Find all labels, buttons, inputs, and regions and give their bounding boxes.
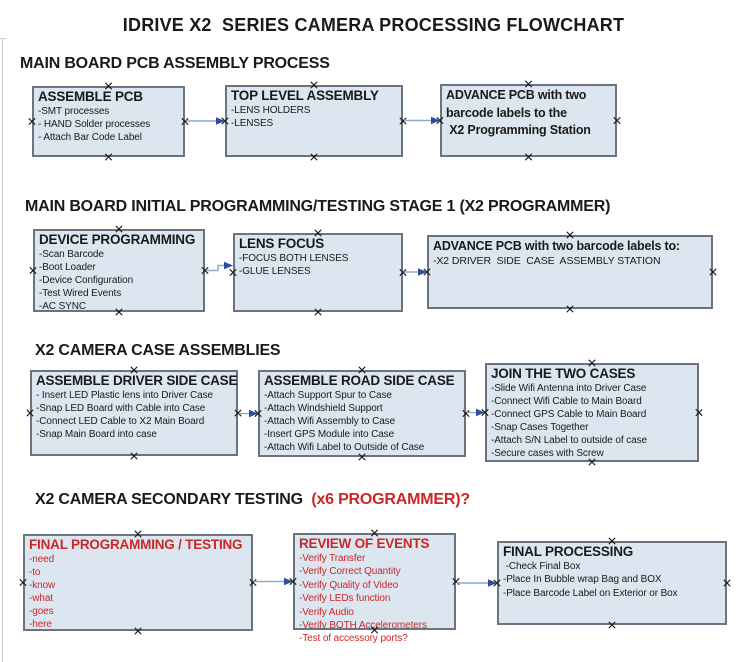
arrow-head <box>249 409 258 418</box>
box-item-line: -what <box>29 593 53 604</box>
box-item-line: - Attach Bar Code Label <box>38 132 142 143</box>
section-heading-secondary-testing: X2 CAMERA SECONDARY TESTING (x6 PROGRAMM… <box>35 491 470 509</box>
box-assemble-road-side-case[interactable]: ASSEMBLE ROAD SIDE CASE -Attach Support S… <box>258 370 466 457</box>
arrow-head <box>224 261 233 270</box>
flow-arrow[interactable] <box>186 117 225 125</box>
box-item-line: -Verify BOTH Accelerometers <box>299 620 427 632</box>
box-item-line: -LENSES <box>231 118 274 129</box>
box-join-the-two-cases[interactable]: JOIN THE TWO CASES -Slide Wifi Antenna in… <box>485 363 699 462</box>
box-item-line: -Scan Barcode <box>39 249 104 260</box>
box-item-line: -Place In Bubble wrap Bag and BOX <box>503 574 662 586</box>
box-item-line: -Attach S/N Label to outside of case <box>491 435 647 446</box>
box-title-line: FINAL PROCESSING <box>503 544 634 559</box>
box-item-line: -Attach Windshield Support <box>264 403 383 414</box>
box-item-line: -Verify LEDs function <box>299 593 391 605</box>
box-item-line: -to <box>29 567 41 578</box>
box-title-line: JOIN THE TWO CASES <box>491 366 636 381</box>
box-title-line: LENS FOCUS <box>239 236 325 251</box>
arrow-head <box>476 408 485 417</box>
box-item-line: -Boot Loader <box>39 262 96 273</box>
box-lens-focus[interactable]: LENS FOCUS -FOCUS BOTH LENSES -GLUE LENSES <box>233 233 403 312</box>
box-item-line: -Device Configuration <box>39 275 134 286</box>
box-title-line: ADVANCE PCB with two barcode labels to: <box>433 239 680 253</box>
section-heading-initial-programming: MAIN BOARD INITIAL PROGRAMMING/TESTING S… <box>25 198 610 216</box>
box-item-line: - Insert LED Plastic lens into Driver Ca… <box>36 390 213 401</box>
arrow-head <box>284 577 293 586</box>
arrow-head <box>488 579 497 587</box>
box-item-line: -Attach Wifi Assembly to Case <box>264 416 396 427</box>
box-title-line: ASSEMBLE DRIVER SIDE CASE <box>36 373 238 388</box>
flow-arrow[interactable] <box>404 268 427 276</box>
box-title-line: DEVICE PROGRAMMING <box>39 232 196 247</box>
box-title-line: ASSEMBLE PCB <box>38 89 143 104</box>
box-item-line: -AC SYNC <box>39 301 86 312</box>
box-item-line: -Attach Support Spur to Case <box>264 390 392 401</box>
section-heading-red-text: (x6 PROGRAMMER)? <box>311 491 470 508</box>
arrow-head <box>431 116 440 125</box>
box-item-line: -Test Wired Events <box>39 288 122 299</box>
box-item-line: -Attach Wifi Label to Outside of Case <box>264 442 425 453</box>
box-item-line: -Secure cases with Screw <box>491 448 604 459</box>
box-title-line: ASSEMBLE ROAD SIDE CASE <box>264 373 455 388</box>
box-title-line: ADVANCE PCB with two <box>446 88 587 102</box>
box-advance-pcb-driver-side-station[interactable]: ADVANCE PCB with two barcode labels to: -… <box>427 235 713 309</box>
box-item-line: -LENS HOLDERS <box>231 105 311 116</box>
box-item-line: -Snap LED Board with Cable into Case <box>36 403 206 414</box>
box-item-line: -Connect GPS Cable to Main Board <box>491 409 647 420</box>
page-title: IDRIVE X2 SERIES CAMERA PROCESSING FLOWC… <box>122 15 625 35</box>
box-item-line: -know <box>29 580 56 591</box>
flow-arrow[interactable] <box>206 261 233 272</box>
box-item-line: -Place Barcode Label on Exterior or Box <box>503 587 678 599</box>
flow-arrow[interactable] <box>467 408 485 417</box>
box-assemble-pcb[interactable]: ASSEMBLE PCB -SMT processes - HAND Solder … <box>32 86 185 157</box>
box-device-programming[interactable]: DEVICE PROGRAMMING -Scan Barcode -Boot Loa… <box>33 229 205 312</box>
box-item-line: -Snap Main Board into case <box>36 429 157 440</box>
section-heading-text: X2 CAMERA SECONDARY TESTING <box>35 491 312 508</box>
box-item-line: -GLUE LENSES <box>239 266 311 277</box>
flow-arrow[interactable] <box>239 409 258 418</box>
flow-arrow[interactable] <box>254 577 293 586</box>
box-title-line: barcode labels to the <box>446 105 567 120</box>
box-title-line: FINAL PROGRAMMING / TESTING <box>29 537 243 552</box>
box-top-level-assembly[interactable]: TOP LEVEL ASSEMBLY -LENS HOLDERS -LENSES <box>225 85 403 157</box>
box-item-line: -Connect LED Cable to X2 Main Board <box>36 416 205 427</box>
box-title-line: REVIEW OF EVENTS <box>299 536 430 551</box>
box-item-line: -here <box>29 619 52 630</box>
box-item-line: -Check Final Box <box>503 561 581 572</box>
box-assemble-driver-side-case[interactable]: ASSEMBLE DRIVER SIDE CASE - Insert LED Pl… <box>30 370 238 456</box>
box-title-line: X2 Programming Station <box>446 123 591 137</box>
box-item-line: -Verify Correct Quantity <box>299 566 401 578</box>
section-heading-pcb-assembly: MAIN BOARD PCB ASSEMBLY PROCESS <box>20 55 330 73</box>
box-title-line: TOP LEVEL ASSEMBLY <box>231 88 379 103</box>
box-review-of-events[interactable]: REVIEW OF EVENTS -Verify Transfer -Verify … <box>293 533 456 644</box>
box-item-line: -Verify Quality of Video <box>299 579 399 591</box>
box-item-line: -Verify Audio <box>299 606 354 618</box>
box-item-line: -Connect Wifi Cable to Main Board <box>491 396 642 407</box>
box-item-line: -goes <box>29 606 54 617</box>
canvas-edge-line <box>2 38 3 662</box>
box-item-line: -Snap Cases Together <box>491 422 589 433</box>
box-item-line: -Verify Transfer <box>299 553 366 564</box>
box-item-line: -Test of accessory ports? <box>299 633 408 645</box>
box-item-line: -Slide Wifi Antenna into Driver Case <box>491 383 647 394</box>
box-item-line: -Insert GPS Module into Case <box>264 429 395 440</box>
section-heading-case-assemblies: X2 CAMERA CASE ASSEMBLIES <box>35 342 281 360</box>
arrow-head <box>418 268 427 276</box>
flow-arrow[interactable] <box>404 116 440 125</box>
box-final-programming-testing[interactable]: FINAL PROGRAMMING / TESTING -need -to -know… <box>23 534 253 631</box>
box-item-line: -X2 DRIVER SIDE CASE ASSEMBLY STATION <box>433 255 661 267</box>
section-heading-text: MAIN BOARD PCB ASSEMBLY PROCESS <box>20 55 330 72</box>
box-item-line: - HAND Solder processes <box>38 119 151 130</box>
arrow-head <box>216 117 225 125</box>
flow-arrow[interactable] <box>457 579 497 587</box>
box-item-line: -FOCUS BOTH LENSES <box>239 253 349 264</box>
box-item-line: -need <box>29 554 55 565</box>
section-heading-text: X2 CAMERA CASE ASSEMBLIES <box>35 342 281 359</box>
section-heading-text: MAIN BOARD INITIAL PROGRAMMING/TESTING S… <box>25 198 611 215</box>
box-final-processing[interactable]: FINAL PROCESSING -Check Final Box -Place … <box>497 541 727 625</box>
box-advance-pcb-programming-station[interactable]: ADVANCE PCB with two barcode labels to th… <box>440 84 617 157</box>
box-item-line: -SMT processes <box>38 106 110 117</box>
canvas-edge-corner <box>0 38 6 39</box>
